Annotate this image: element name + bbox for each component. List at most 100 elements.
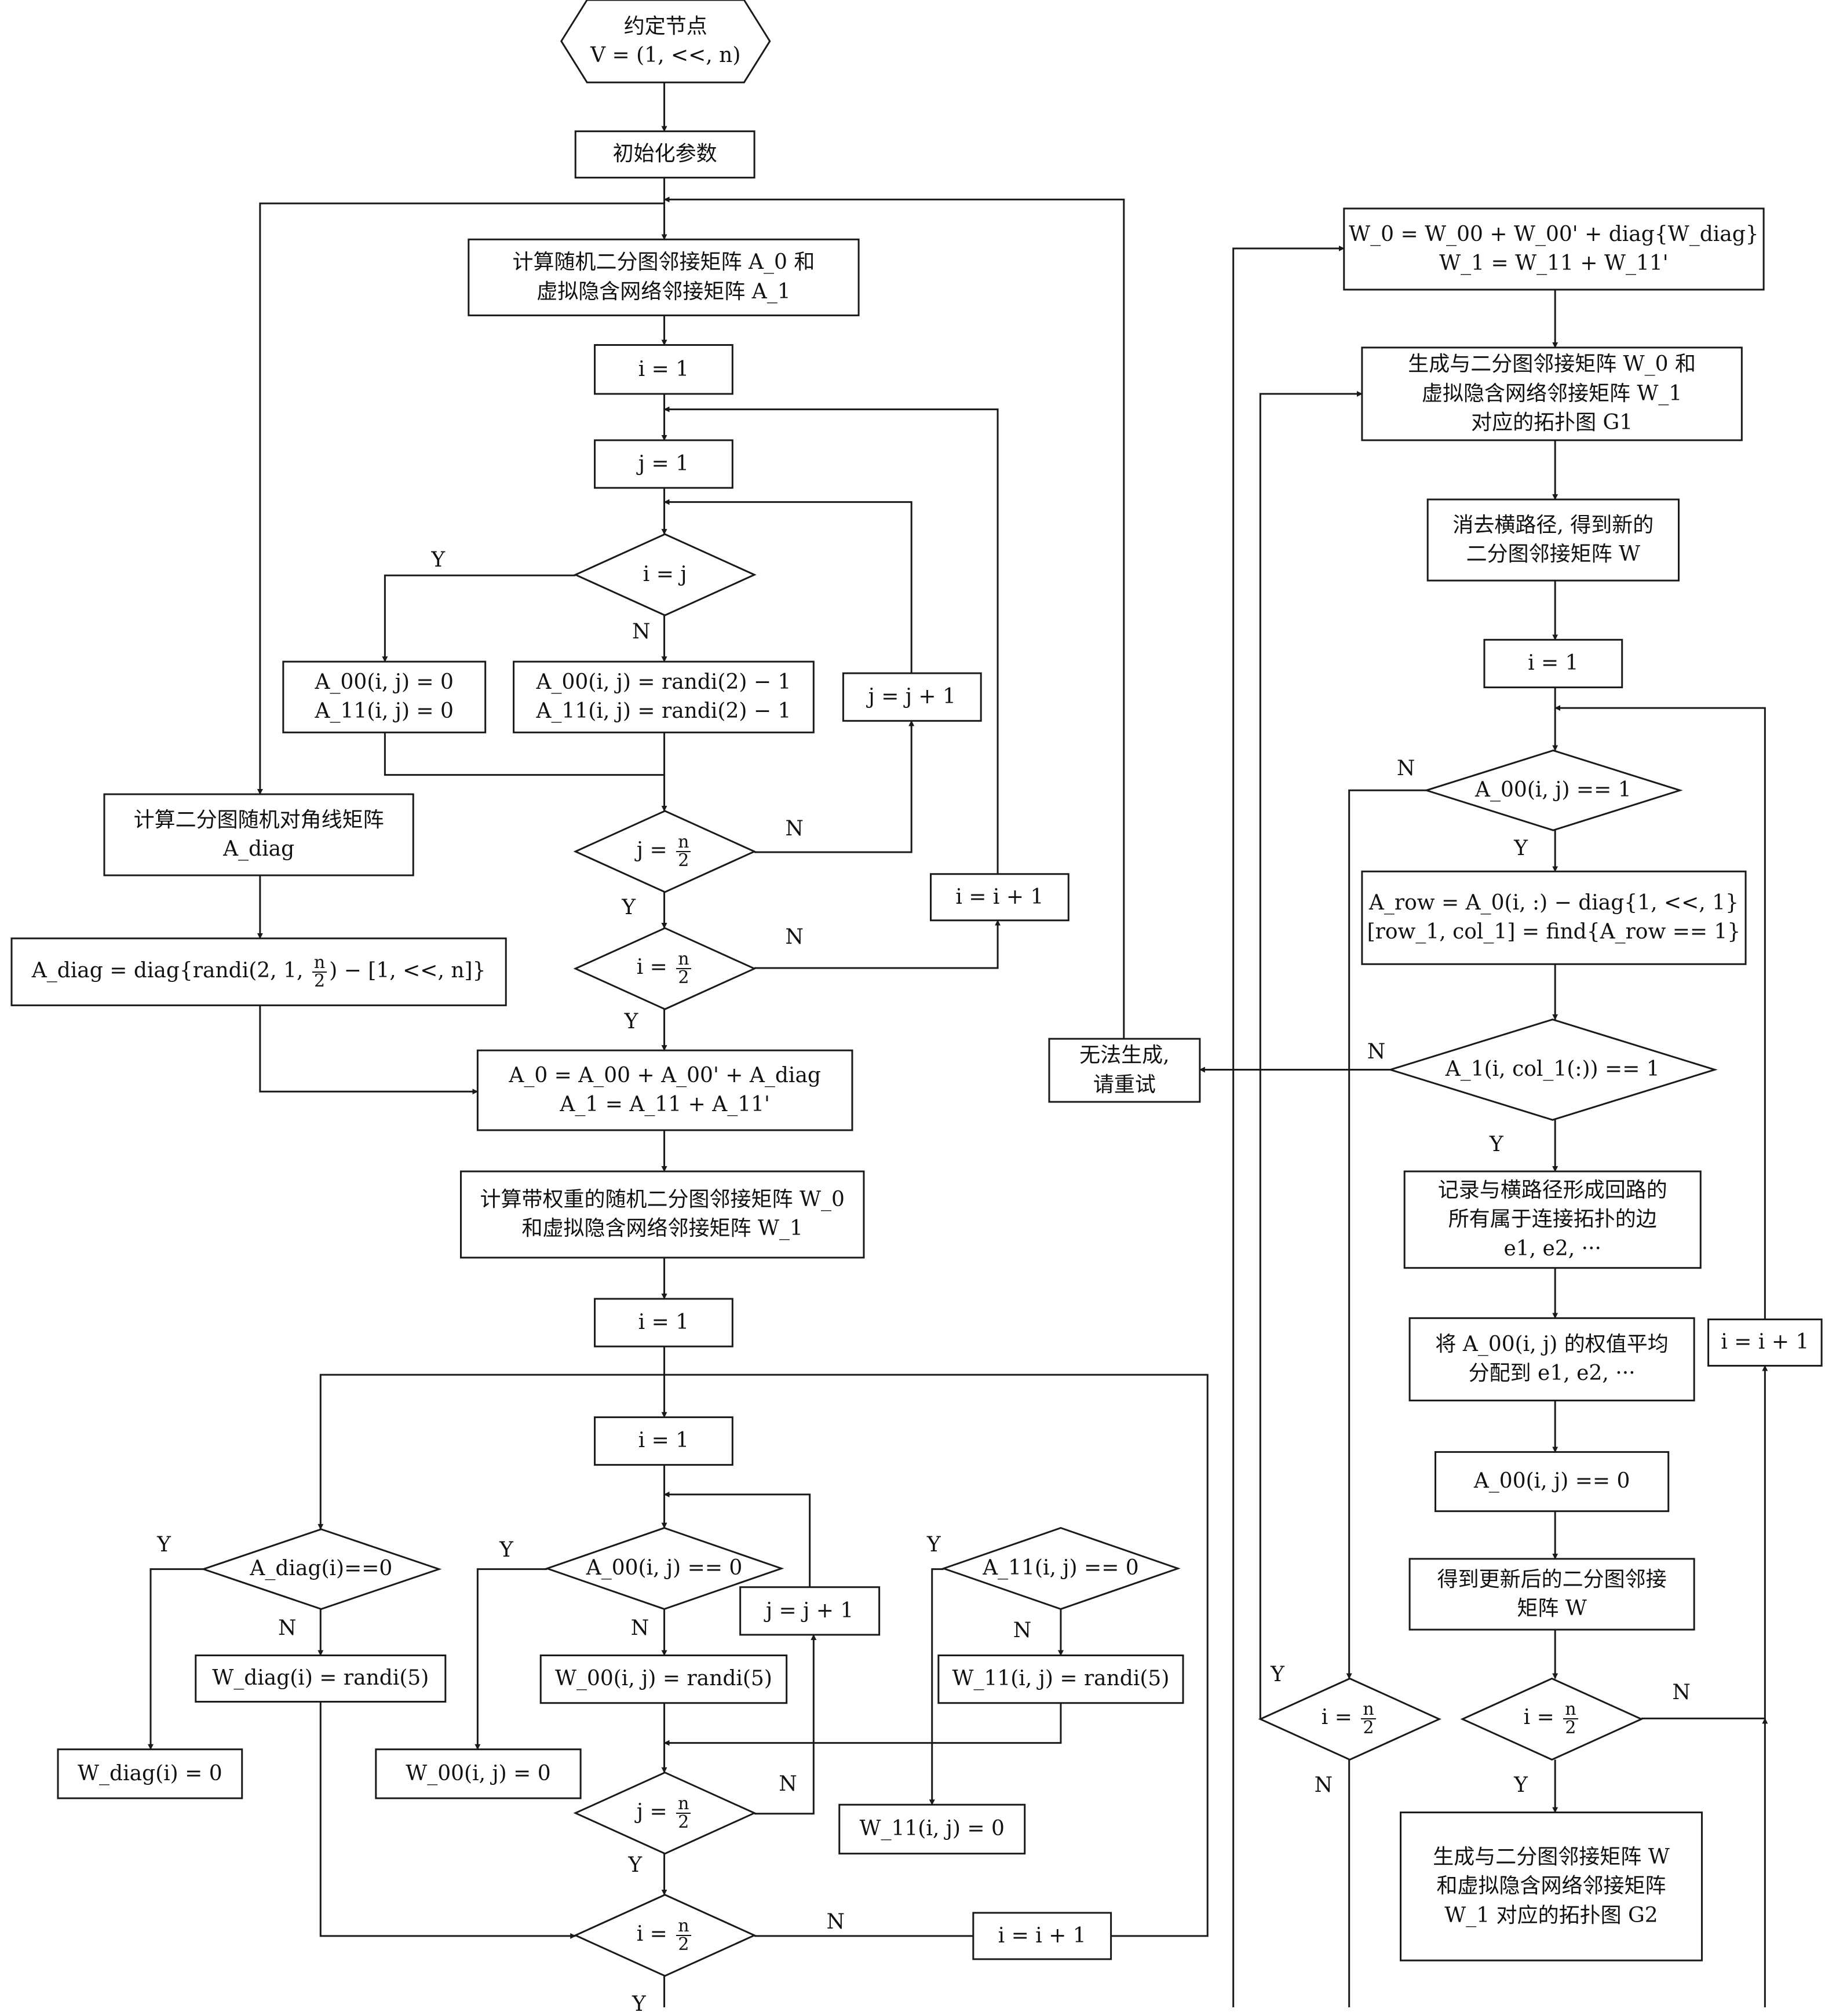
node-text-line: W_00(i, j) = 0 bbox=[406, 1761, 551, 1785]
connector-line bbox=[1346, 789, 1426, 1679]
dec-a1-col-node: A_1(i, col_1(:)) == 1 bbox=[1390, 1020, 1715, 1120]
eliminate-node: 消去横路径, 得到新的二分图邻接矩阵 W bbox=[1428, 499, 1678, 580]
j1-a-shape bbox=[594, 439, 733, 489]
connector-line bbox=[1641, 1365, 1768, 1719]
compute-a-node: 计算随机二分图邻接矩阵 A_0 和虚拟隐含网络邻接矩阵 A_1 bbox=[469, 239, 859, 315]
connector-line bbox=[1348, 1718, 1768, 2007]
eliminate-shape bbox=[1426, 498, 1680, 582]
node-text-line: 生成与二分图邻接矩阵 W_0 和 bbox=[1408, 352, 1696, 377]
branch-label-n-in2-a: N bbox=[785, 925, 804, 949]
compute-diag-shape bbox=[103, 793, 414, 876]
compute-w-shape bbox=[459, 1170, 865, 1259]
branch-label-n-adiag: N bbox=[278, 1616, 297, 1641]
dec-ij-node: i = j bbox=[575, 534, 754, 615]
connector-line bbox=[664, 1374, 1209, 1937]
node-text-line: 记录与横路径形成回路的 bbox=[1437, 1178, 1667, 1202]
connector-line bbox=[754, 919, 1001, 969]
branch-label-n-a11: N bbox=[1013, 1619, 1032, 1643]
node-text-line: 虚拟隐含网络邻接矩阵 W_1 bbox=[1421, 381, 1682, 406]
i1-a-node: i = 1 bbox=[595, 345, 733, 393]
node-text-line: i = 1 bbox=[1528, 651, 1579, 675]
compute-w-node: 计算带权重的随机二分图邻接矩阵 W_0 和虚拟隐含网络邻接矩阵 W_1 bbox=[461, 1171, 863, 1258]
node-text-line: A_diag bbox=[223, 837, 295, 861]
node-text-line: 和虚拟隐含网络邻接矩阵 W_1 bbox=[521, 1217, 803, 1241]
a00-zero-node: A_00(i, j) == 0 bbox=[1436, 1452, 1669, 1511]
node-text-line: i = 1 bbox=[638, 1429, 689, 1453]
node-text-line: A_00(i, j) == 0 bbox=[1473, 1469, 1630, 1493]
node-text-line: A_1 = A_11 + A_11' bbox=[560, 1093, 770, 1117]
connector-line bbox=[382, 574, 576, 663]
w00-rand-node: W_00(i, j) = randi(5) bbox=[541, 1655, 786, 1703]
node-text-line: 生成与二分图邻接矩阵 W bbox=[1433, 1845, 1670, 1869]
node-text-line: i = i + 1 bbox=[1721, 1330, 1809, 1354]
node-text-line: 消去横路径, 得到新的 bbox=[1452, 513, 1654, 537]
branch-label-y-jn2-a: Y bbox=[622, 895, 636, 919]
i1-b-node: i = 1 bbox=[595, 1299, 733, 1346]
node-text-line: i = i + 1 bbox=[998, 1923, 1086, 1948]
node-text-line: 计算二分图随机对角线矩阵 bbox=[133, 808, 384, 832]
connector-line bbox=[663, 1491, 811, 1587]
node-text-line: A_11(i, j) = 0 bbox=[315, 699, 454, 724]
distribute-shape bbox=[1408, 1317, 1695, 1402]
node-text-line: 分配到 e1, e2, ··· bbox=[1468, 1361, 1636, 1386]
connector-line bbox=[663, 406, 999, 874]
i-inc-r-node: i = i + 1 bbox=[1709, 1320, 1822, 1366]
w-diag-zero-node: W_diag(i) = 0 bbox=[58, 1750, 242, 1798]
node-text-line: 计算随机二分图邻接矩阵 A_0 和 bbox=[512, 250, 815, 275]
distribute-node: 将 A_00(i, j) 的权值平均分配到 e1, e2, ··· bbox=[1410, 1318, 1694, 1400]
node-text-line: A_11(i, j) == 0 bbox=[983, 1556, 1139, 1580]
node-text-line: 计算带权重的随机二分图邻接矩阵 W_0 bbox=[480, 1188, 845, 1212]
a-row-node: A_row = A_0(i, :) − diag{1, <<, 1} [row_1… bbox=[1362, 871, 1746, 964]
w11-rand-node: W_11(i, j) = randi(5) bbox=[939, 1655, 1183, 1703]
init-shape bbox=[574, 130, 755, 179]
node-text-line: j = 1 bbox=[638, 451, 689, 476]
node-text-line: e1, e2, ··· bbox=[1503, 1236, 1601, 1261]
node-text-line: W_00(i, j) = randi(5) bbox=[554, 1667, 772, 1691]
node-text-line: [row_1, col_1] = find{A_row == 1} bbox=[1367, 920, 1741, 944]
updated-w-node: 得到更新后的二分图邻接矩阵 W bbox=[1410, 1559, 1694, 1630]
node-text-line: 所有属于连接拓扑的边 bbox=[1448, 1207, 1657, 1232]
node-text-line: A_row = A_0(i, :) − diag{1, <<, 1} bbox=[1368, 890, 1739, 915]
branch-label-y-a00: Y bbox=[499, 1537, 513, 1562]
dec-i-n2-r2-shape bbox=[1460, 1677, 1644, 1761]
set-zero-shape bbox=[282, 660, 487, 733]
w-diag-rand-node: W_diag(i) = randi(5) bbox=[196, 1655, 446, 1701]
branch-label-y-in2-a: Y bbox=[624, 1010, 638, 1034]
node-text-line: A_1(i, col_1(:)) == 1 bbox=[1445, 1057, 1660, 1082]
w11-rand-shape bbox=[937, 1654, 1184, 1704]
connector-line bbox=[257, 202, 665, 795]
dec-adiag-node: A_diag(i)==0 bbox=[203, 1529, 439, 1609]
connector-line bbox=[147, 1568, 204, 1750]
node-text-line: W_diag(i) = randi(5) bbox=[212, 1666, 429, 1690]
connector-line bbox=[663, 196, 1125, 1039]
a00-zero-shape bbox=[1435, 1451, 1670, 1513]
j1-a-node: j = 1 bbox=[595, 440, 733, 488]
branch-label-n-jn2-a: N bbox=[785, 817, 804, 841]
node-text-line: i = i + 1 bbox=[955, 885, 1044, 909]
record-shape bbox=[1403, 1170, 1702, 1269]
record-node: 记录与横路径形成回路的所有属于连接拓扑的边 e1, e2, ··· bbox=[1404, 1171, 1700, 1268]
start-shape bbox=[560, 0, 771, 83]
branch-label-n-a00eq1: N bbox=[1396, 756, 1415, 780]
node-text-line: 初始化参数 bbox=[612, 142, 717, 166]
connector-line bbox=[384, 732, 665, 776]
node-text-line: i = 1 bbox=[638, 1310, 689, 1334]
node-text-line: 和虚拟隐含网络邻接矩阵 bbox=[1436, 1874, 1666, 1898]
i1-r-node: i = 1 bbox=[1484, 640, 1622, 687]
branch-label-y-a00eq1: Y bbox=[1514, 836, 1528, 860]
init-node: 初始化参数 bbox=[575, 132, 754, 178]
w00-rand-shape bbox=[539, 1654, 788, 1704]
node-text-line: j = j + 1 bbox=[765, 1598, 854, 1623]
connector-line bbox=[1259, 390, 1363, 1719]
